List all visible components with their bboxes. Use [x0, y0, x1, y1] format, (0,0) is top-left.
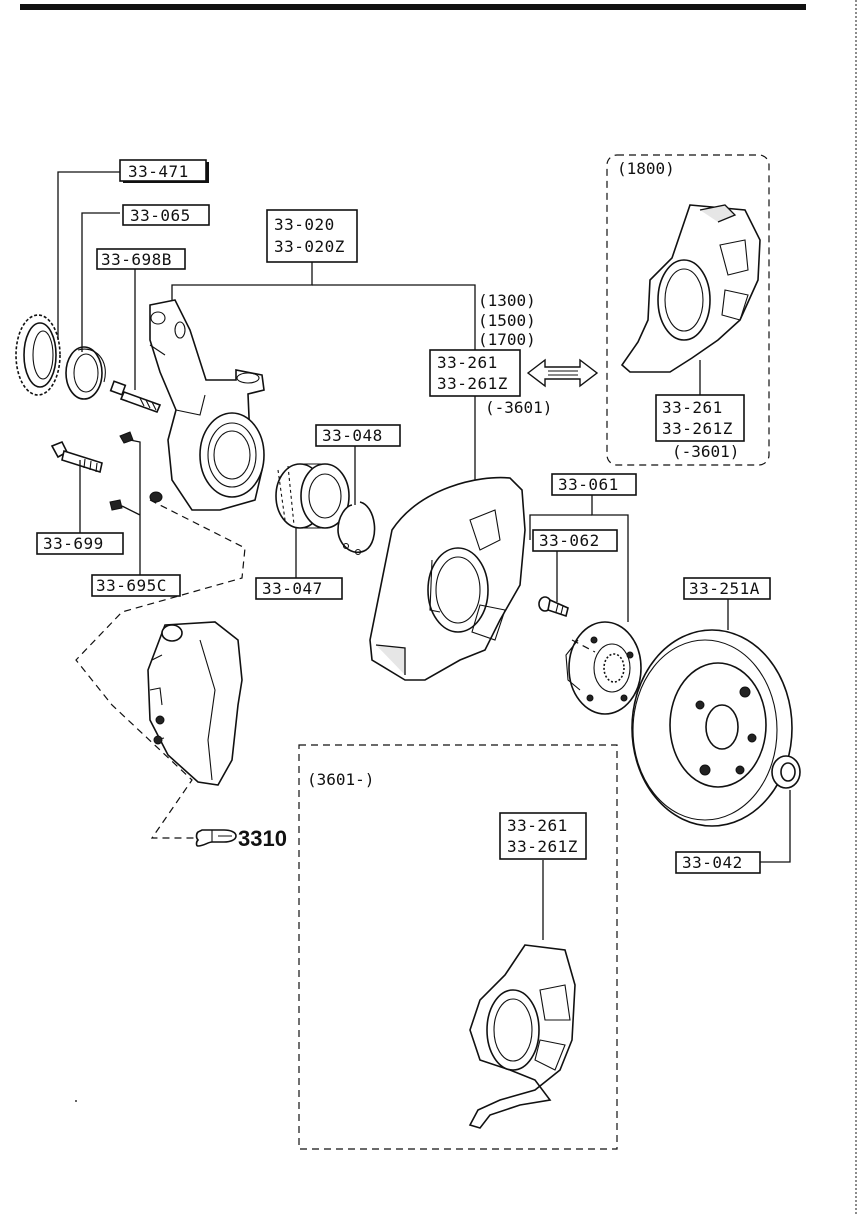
label-box-33-065: [122, 204, 210, 226]
dust-cover-3601: [468, 944, 576, 1129]
label-box-33-695c: [91, 574, 181, 597]
wheel-bearing: [275, 463, 350, 529]
label-33-261z-inset2: 33-261Z: [507, 837, 578, 856]
leader-33-020: [171, 262, 313, 300]
label-33-020z: 33-020Z: [274, 237, 345, 256]
label-33-261-inset2: 33-261: [507, 816, 568, 835]
label-box-33-261-inset2: [499, 812, 587, 860]
label-33-695c: 33-695C: [96, 576, 167, 595]
note-1700: (1700): [478, 330, 536, 349]
label-box-33-698b: [96, 248, 186, 270]
brake-caliper: [147, 621, 243, 786]
note-inset-until-3601: (-3601): [672, 442, 739, 461]
stud-dashed-path: [571, 639, 596, 653]
note-1500: (1500): [478, 311, 536, 330]
leader-33-061-branch: [529, 514, 592, 540]
label-box-33-048: [315, 424, 401, 447]
label-33-261-main: 33-261: [437, 353, 498, 372]
caliper-dashed-outline: [75, 499, 246, 839]
inset-3601-frame: [298, 744, 618, 1150]
caliper-ref-number[interactable]: 3310: [238, 826, 287, 851]
leader-33-471: [57, 171, 120, 340]
note-1800: (1800): [617, 159, 675, 178]
label-33-048: 33-048: [322, 426, 383, 445]
abs-sensor-ring-gear: [15, 314, 61, 396]
label-box-33-047: [255, 577, 343, 600]
label-33-261z-inset: 33-261Z: [662, 419, 733, 438]
label-box-33-699: [36, 532, 124, 555]
brake-disc: [631, 629, 793, 827]
caliper-mounting-bolt: [50, 440, 103, 474]
leader-33-020-to-261: [312, 284, 476, 375]
label-33-251a: 33-251A: [689, 579, 760, 598]
caliper-reference-link[interactable]: 3310: [195, 826, 287, 851]
hub-bolt: [538, 596, 569, 618]
label-33-047: 33-047: [262, 579, 323, 598]
clip-upper: [119, 431, 134, 444]
label-box-33-251a: [683, 577, 771, 600]
label-33-471: 33-471: [128, 162, 189, 181]
leader-33-695c: [121, 439, 141, 575]
note-from-3601: (3601-): [307, 770, 374, 789]
clip-lower: [109, 499, 123, 511]
oil-seal: [65, 346, 106, 400]
label-box-33-061: [551, 473, 637, 496]
note-until-3601: (-3601): [485, 398, 552, 417]
label-33-261-inset: 33-261: [662, 398, 723, 417]
label-box-33-261-inset: [655, 394, 745, 442]
scan-speck: [75, 1100, 77, 1102]
wheel-hub: [565, 621, 642, 715]
label-box-33-471: [119, 159, 207, 182]
label-33-698b: 33-698B: [101, 250, 172, 269]
label-33-065: 33-065: [130, 206, 191, 225]
label-33-699: 33-699: [43, 534, 104, 553]
hub-nut: [771, 755, 801, 789]
label-33-061: 33-061: [558, 475, 619, 494]
label-33-261z-main: 33-261Z: [437, 374, 508, 393]
leader-33-061: [591, 495, 629, 622]
label-33-020: 33-020: [274, 215, 335, 234]
dust-cover-1800: [620, 204, 761, 373]
label-box-33-020: [266, 209, 358, 263]
top-rule: [20, 4, 806, 10]
label-box-33-261-main: [429, 349, 521, 397]
label-33-042: 33-042: [682, 853, 743, 872]
snap-ring: [337, 501, 376, 556]
inset-1800-frame: [606, 154, 770, 466]
steering-knuckle: [149, 299, 265, 511]
label-box-33-062: [532, 529, 618, 552]
pointing-hand-icon: [195, 829, 237, 847]
equivalent-arrow: [526, 358, 599, 388]
note-1300: (1300): [478, 291, 536, 310]
label-box-33-042: [675, 851, 761, 874]
label-33-062: 33-062: [539, 531, 600, 550]
leader-33-042: [760, 790, 791, 863]
knuckle-bolt: [109, 380, 162, 414]
leader-33-065: [81, 212, 120, 352]
dust-cover: [369, 476, 526, 681]
